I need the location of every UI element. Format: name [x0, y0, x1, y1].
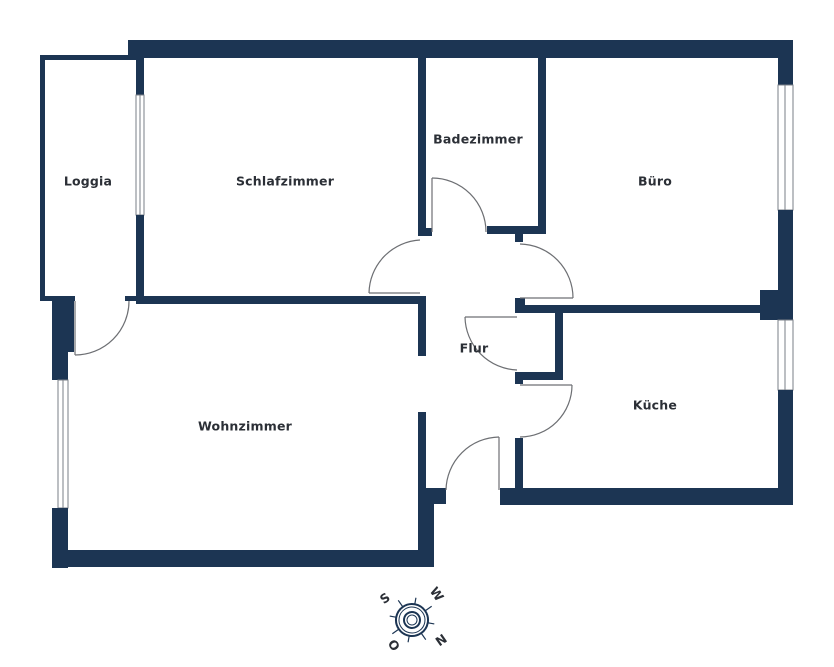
- room-label-wohnzimmer: Wohnzimmer: [198, 418, 292, 434]
- room-label-flur: Flur: [459, 340, 489, 356]
- room-label-kueche: Küche: [632, 397, 678, 413]
- doors: [74, 177, 574, 491]
- compass: [389, 597, 435, 643]
- room-label-schlafzimmer: Schlafzimmer: [235, 173, 335, 189]
- room-label-buero: Büro: [638, 173, 672, 189]
- room-label-badezimmer: Badezimmer: [433, 131, 523, 147]
- room-label-loggia: Loggia: [63, 173, 113, 189]
- loggia-walls: [40, 55, 145, 301]
